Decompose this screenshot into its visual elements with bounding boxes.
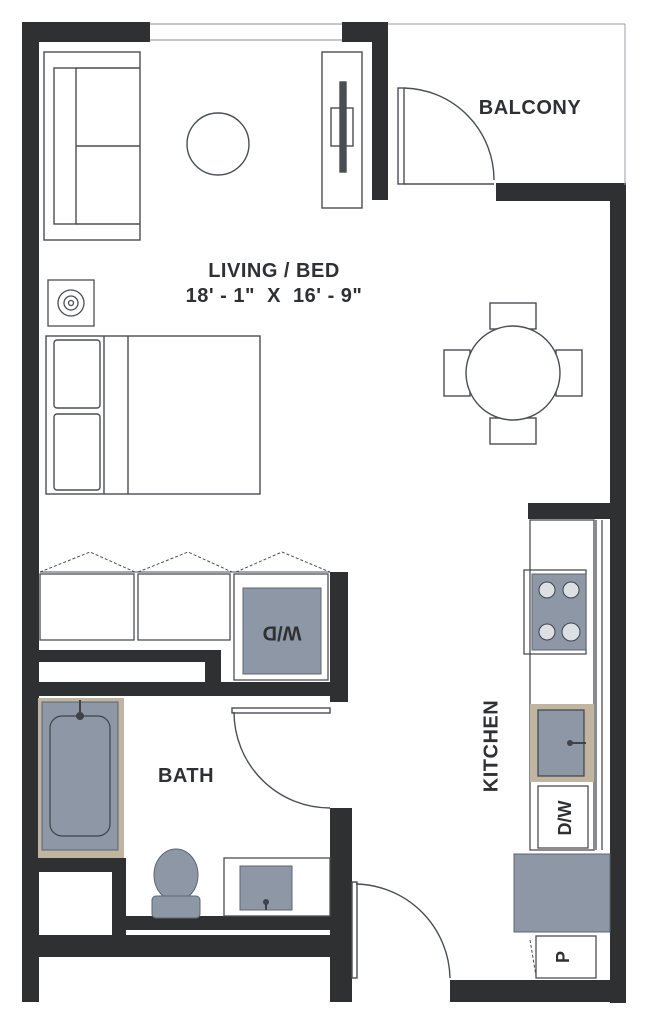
balcony-label: BALCONY (479, 97, 582, 119)
wall-top-left (22, 22, 150, 42)
balcony-door (397, 87, 495, 185)
washer-dryer-label: W/D (263, 622, 302, 644)
wall-laundry-right (330, 572, 348, 702)
kitchen-sink (530, 704, 594, 782)
cooktop (523, 569, 587, 655)
wall-kitchen-top (528, 503, 626, 519)
kitchen-counter (529, 519, 603, 851)
kitchen-label: KITCHEN (480, 700, 502, 792)
wall-left (22, 22, 39, 1002)
living-room-dimensions: 18' - 1" X 16' - 9" (186, 285, 363, 307)
dishwasher (537, 785, 589, 849)
bath-vanity (223, 857, 331, 917)
walls (22, 22, 626, 1003)
bath-label: BATH (158, 765, 214, 787)
coffee-table (186, 112, 250, 176)
washer-dryer (233, 573, 329, 681)
wall-bottom-right (450, 980, 626, 1002)
wall-right-lower (610, 503, 626, 1003)
wall-balcony-bottom (496, 183, 626, 201)
closet-doors (39, 551, 331, 573)
wall-laundry-bottom (36, 682, 348, 696)
balcony-outline (388, 23, 626, 185)
entry-door (351, 881, 451, 979)
tv-console (321, 51, 363, 209)
wall-right (610, 183, 626, 503)
wall-closet-bottom (36, 650, 221, 662)
window-top (150, 23, 342, 41)
wall-bottom-left (22, 935, 352, 957)
bathtub (38, 698, 124, 858)
wall-entry-column (330, 808, 352, 1002)
wall-bath-bottom (22, 858, 126, 872)
closet-shelves (39, 573, 231, 641)
wall-balcony-divider (372, 22, 388, 200)
bath-door (231, 707, 331, 809)
sofa (43, 51, 141, 241)
bed (45, 335, 261, 495)
dining-table (443, 302, 583, 445)
pantry-label: P (553, 951, 573, 963)
pantry (529, 935, 597, 979)
floor-lamp (47, 279, 95, 327)
dishwasher-label: D/W (555, 801, 575, 836)
wall-bath-floor (112, 916, 352, 930)
wall-closet-divider (205, 650, 221, 686)
living-room-label: LIVING / BED (208, 260, 340, 282)
toilet (151, 848, 201, 919)
refrigerator (513, 853, 611, 933)
